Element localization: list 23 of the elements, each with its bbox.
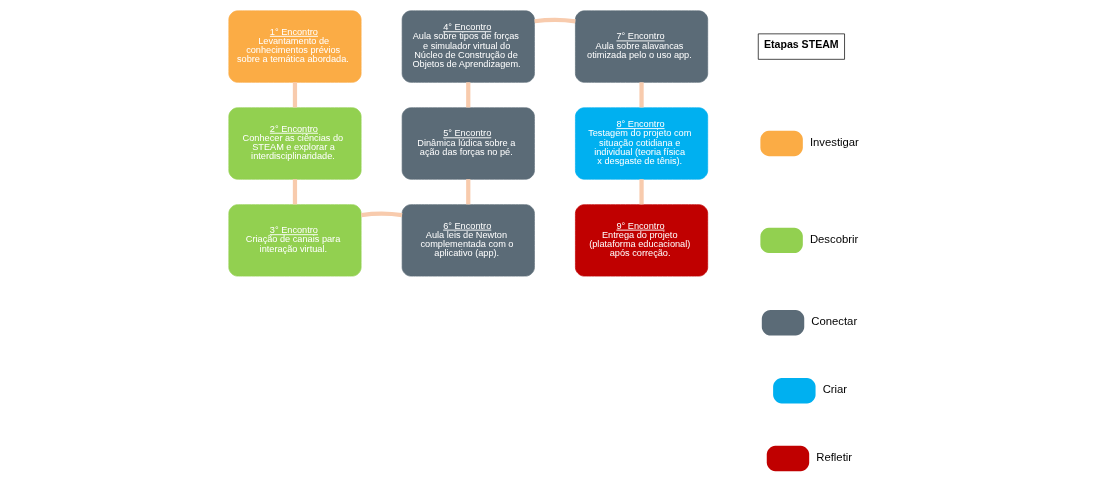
node-box: 1° Encontro Levantamento de conhecimentos prévios sobre a temática abordada. [228,10,362,83]
node-box: 3° Encontro Criação de canais para interação virtual. [228,204,362,277]
node-box: 2° Encontro Conhecer as ciências do STEAM e explorar a interdisciplinaridade. [228,107,362,180]
connector [466,82,471,108]
connector [361,211,403,218]
legend-label: Refletir [816,451,853,464]
legend-label: Descobrir [809,233,859,246]
node-box: 7° Encontro Aula sobre alavancas otimizada pelo o uso app. [575,10,709,83]
node-box: 8° Encontro Testagem do projeto com situação cotidiana e individual (teoria física x desgaste de tênis). [575,107,709,180]
connector [639,179,644,205]
connector [466,179,471,205]
connector [639,82,644,108]
node-box: 6° Encontro Aula leis de Newton complementada com o aplicativo (app). [401,204,535,277]
connector [292,179,298,205]
legend-label: Criar [822,383,848,396]
legend-label: Investigar [809,136,859,149]
legend-label: Conectar [811,315,858,328]
node-box: 5° Encontro Dinâmica lúdica sobre a ação das forças no pé. [401,107,535,180]
connector [534,17,576,24]
connector [292,82,298,108]
label: Etapas STEAM [763,38,839,51]
node-box: 4° Encontro Aula sobre tipos de forças e simulador virtual do Núcleo de Construção de Objetos de Aprendizagem. [401,10,535,83]
node-box: 9° Encontro Entrega do projeto (plataforma educacional) após correção. [575,204,709,277]
